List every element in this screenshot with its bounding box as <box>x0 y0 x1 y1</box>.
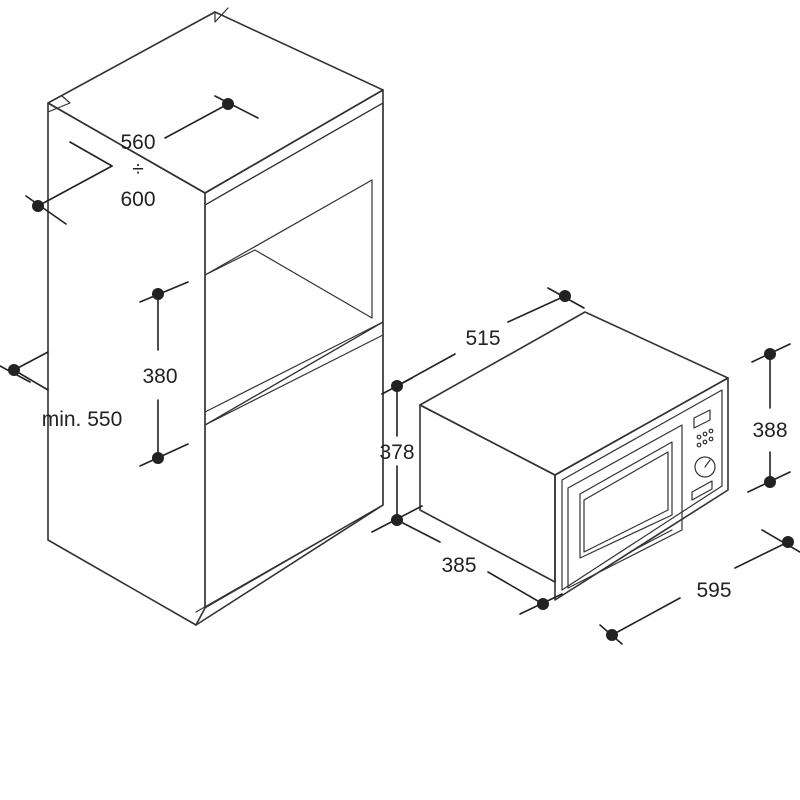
dim-endpoint <box>764 476 776 488</box>
dim-endpoint <box>391 380 403 392</box>
control-button-icon <box>702 439 708 445</box>
oven-door-glass <box>583 451 669 553</box>
control-button-icon <box>696 434 702 440</box>
control-knob-icon <box>694 456 716 478</box>
label-oven-body-height: 378 <box>379 441 414 464</box>
niche-frame <box>204 102 384 426</box>
built-in-cabinet <box>47 7 384 626</box>
cabinet-base-edge <box>195 504 384 613</box>
dim-oven-width-line <box>734 541 789 569</box>
label-oven-side-width: 385 <box>441 554 476 577</box>
oven-side-face <box>419 404 556 583</box>
dim-endpoint <box>782 536 794 548</box>
cabinet-top-face <box>47 11 384 194</box>
dim-oven-depth-line <box>507 295 566 323</box>
control-display <box>693 409 711 429</box>
label-oven-frame-width: 595 <box>696 579 731 602</box>
dimension-lines <box>0 95 800 645</box>
dim-endpoint <box>152 452 164 464</box>
niche-inner-top <box>204 179 373 276</box>
niche-back-left <box>204 249 373 319</box>
dim-oven-side-line <box>487 571 544 605</box>
dim-cabinet-depth-line <box>13 351 49 371</box>
dim-endpoint <box>559 290 571 302</box>
cabinet-top-notch <box>214 7 229 23</box>
dimension-labels: 560 ÷ 600 380 min. 550 515 378 388 385 5… <box>42 131 788 602</box>
dim-oven-width-line <box>611 597 681 636</box>
niche-floor-front <box>204 321 384 413</box>
cabinet-front-face <box>195 89 384 626</box>
cabinet-lower-door <box>204 321 384 609</box>
cabinet-left-face <box>47 102 206 626</box>
control-button-icon <box>696 442 702 448</box>
dim-leader <box>69 141 113 167</box>
dim-endpoint <box>222 98 234 110</box>
label-niche-height: 380 <box>142 365 177 388</box>
control-button-icon <box>708 436 714 442</box>
label-cabinet-width-sep: ÷ <box>132 158 144 181</box>
control-button-icon <box>702 431 708 437</box>
dim-endpoint <box>537 598 549 610</box>
dim-endpoint <box>152 288 164 300</box>
dim-cabinet-depth-line <box>13 369 49 391</box>
label-oven-depth: 515 <box>465 327 500 350</box>
door-release-button <box>691 480 713 501</box>
dim-endpoint <box>32 200 44 212</box>
dim-tick <box>139 281 189 303</box>
dim-cabinet-width-line <box>164 103 229 139</box>
niche-floor-edge <box>204 334 384 426</box>
oven-front-inner <box>561 389 723 591</box>
dim-oven-side-line <box>396 519 441 543</box>
label-oven-frame-height: 388 <box>752 419 787 442</box>
dim-tick <box>25 195 67 225</box>
control-button-icon <box>708 428 714 434</box>
oven-door-outer <box>567 424 683 589</box>
dim-endpoint <box>8 364 20 376</box>
microwave-oven <box>419 311 729 601</box>
oven-door-handle <box>629 529 673 553</box>
dim-tick <box>761 529 800 553</box>
cabinet-niche <box>204 102 384 426</box>
dim-endpoint <box>764 348 776 360</box>
label-cabinet-width-min: 560 <box>120 131 155 154</box>
label-cabinet-width-max: 600 <box>120 188 155 211</box>
dim-tick <box>214 95 259 119</box>
oven-door-window <box>579 441 673 559</box>
oven-control-panel <box>691 409 716 501</box>
dim-cabinet-width-line <box>37 165 113 207</box>
cabinet-top-rim <box>47 95 71 113</box>
control-knob-pointer <box>704 459 711 468</box>
oven-front-frame <box>554 377 729 601</box>
dim-endpoint <box>606 629 618 641</box>
dim-tick <box>139 443 189 467</box>
label-cabinet-depth: min. 550 <box>42 408 123 431</box>
